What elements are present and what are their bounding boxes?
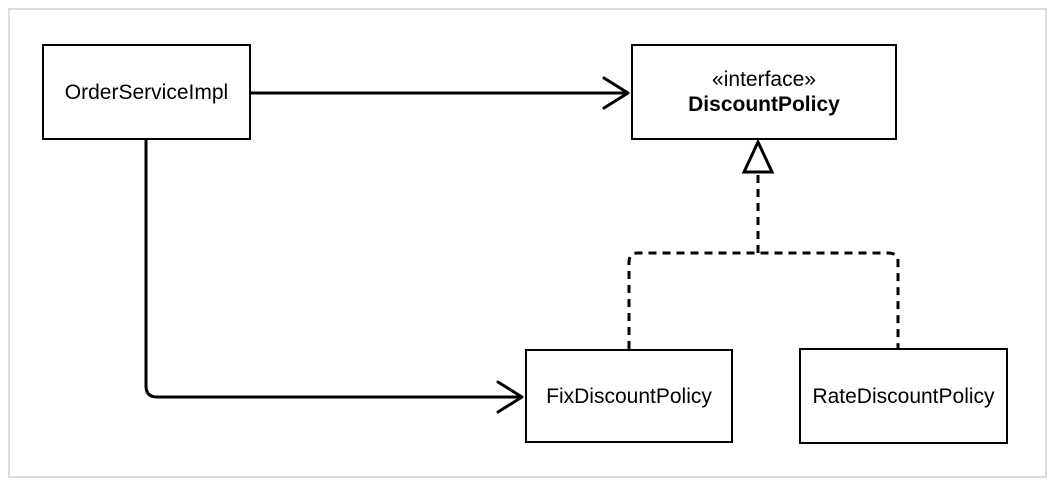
class-node-orderserviceimpl: OrderServiceImpl (42, 44, 251, 140)
class-node-label: FixDiscountPolicy (546, 384, 712, 408)
interface-stereotype-label: «interface» (712, 68, 816, 91)
class-node-label: OrderServiceImpl (64, 80, 229, 104)
class-node-label: RateDiscountPolicy (812, 384, 995, 408)
interface-node-discountpolicy: «interface» DiscountPolicy (631, 44, 897, 140)
class-node-ratediscountpolicy: RateDiscountPolicy (799, 348, 1008, 444)
class-node-fixdiscountpolicy: FixDiscountPolicy (525, 349, 733, 443)
interface-name-label: DiscountPolicy (688, 93, 840, 116)
